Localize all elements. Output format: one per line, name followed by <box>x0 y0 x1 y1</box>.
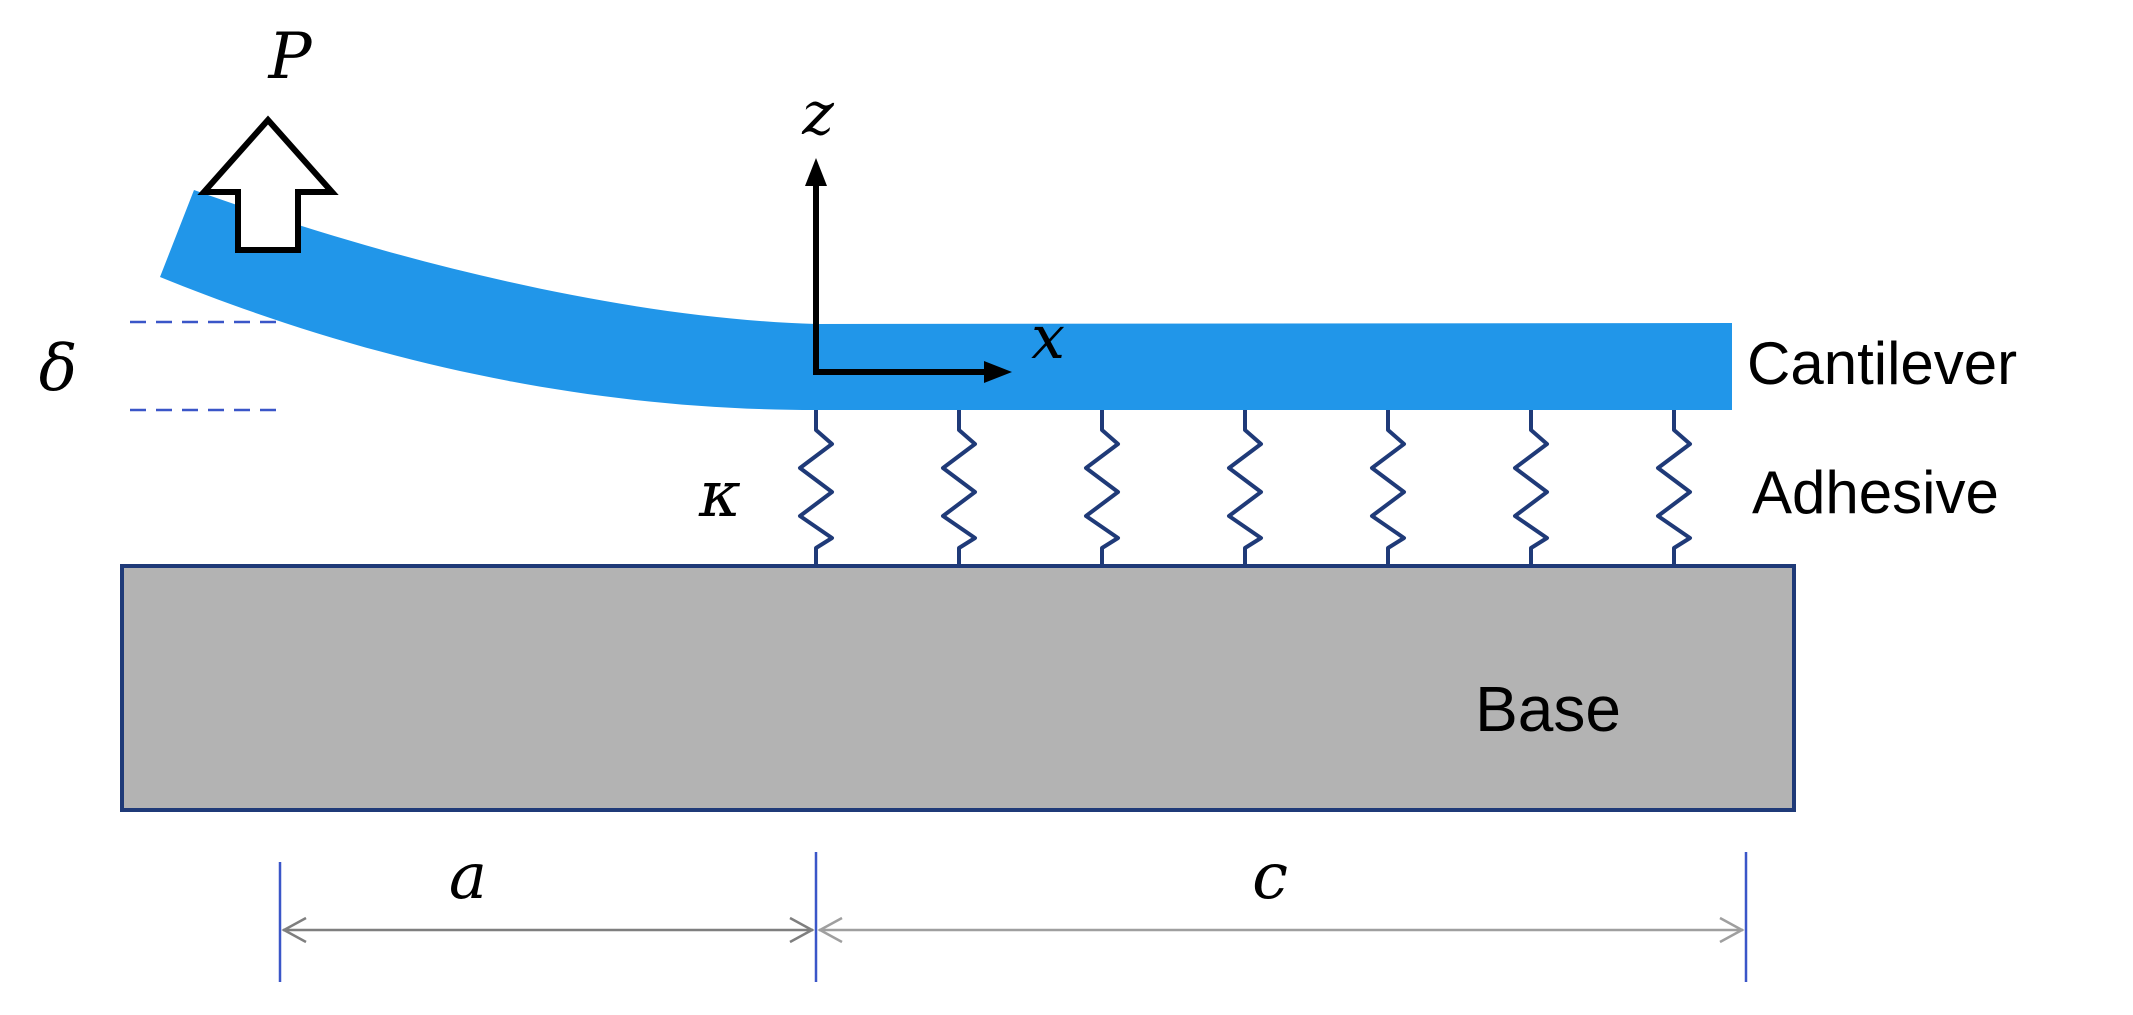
dim-arrow-c-right <box>1719 916 1745 944</box>
adhesive-spring <box>1656 410 1692 566</box>
cantilever-label: Cantilever <box>1747 330 2017 397</box>
adhesive-spring <box>798 410 834 566</box>
z-axis-label: z <box>801 79 834 149</box>
adhesive-spring <box>1513 410 1549 566</box>
adhesive-spring <box>941 410 977 566</box>
dim-arrow-a-right <box>789 916 815 944</box>
bonded-length-label: c <box>1252 840 1288 914</box>
adhesive-springs <box>798 410 1692 566</box>
base-block <box>120 564 1796 812</box>
base-label: Base <box>1475 673 1621 745</box>
crack-length-label: a <box>449 840 487 914</box>
adhesive-label: Adhesive <box>1752 459 1999 526</box>
adhesive-spring <box>1227 410 1263 566</box>
x-axis-arrowhead <box>984 361 1012 383</box>
x-axis-label: x <box>1031 303 1065 373</box>
dim-arrow-a-left <box>281 916 307 944</box>
load-arrow <box>197 115 339 253</box>
stiffness-label: κ <box>698 458 741 532</box>
adhesive-spring <box>1084 410 1120 566</box>
adhesive-spring <box>1370 410 1406 566</box>
cantilever-beam <box>160 190 1732 410</box>
z-axis-arrowhead <box>805 158 827 186</box>
dim-arrow-c-left <box>817 916 843 944</box>
load-label: P <box>267 20 312 94</box>
deflection-label: δ <box>39 332 78 406</box>
